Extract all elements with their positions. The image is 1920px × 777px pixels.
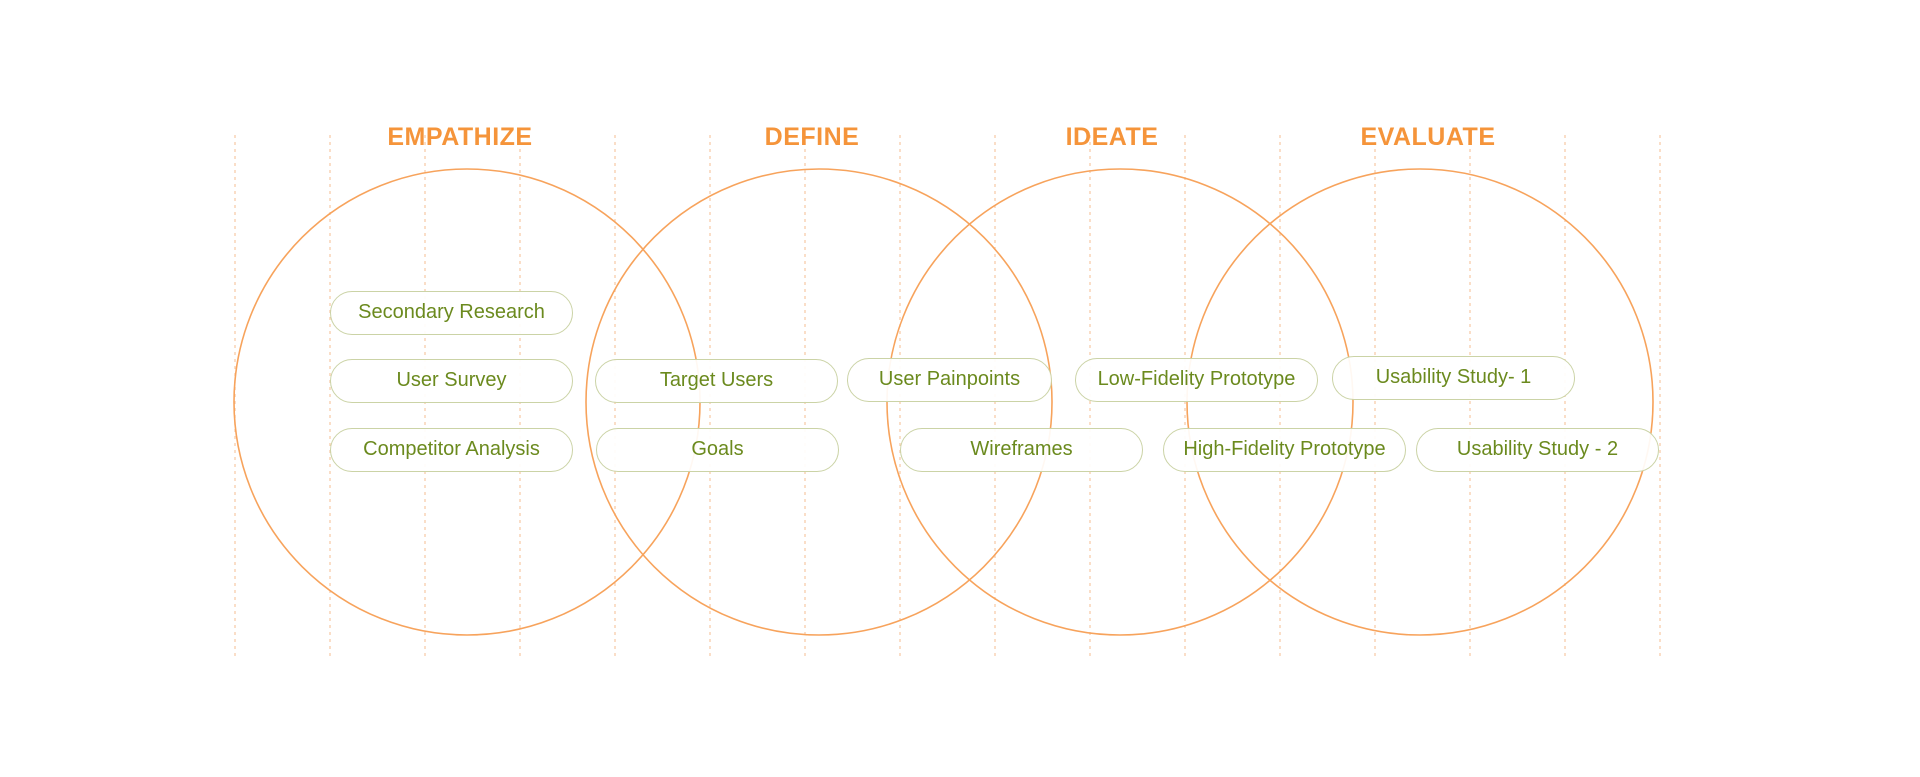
stage-title-empathize: EMPATHIZE xyxy=(387,123,533,151)
activity-usability-study-1[interactable]: Usability Study- 1 xyxy=(1332,356,1575,400)
activity-secondary-research[interactable]: Secondary Research xyxy=(330,291,573,335)
activity-goals[interactable]: Goals xyxy=(596,428,839,472)
stage-title-define: DEFINE xyxy=(764,123,860,151)
stage-title-evaluate: EVALUATE xyxy=(1360,123,1496,151)
circle-define xyxy=(585,168,1053,636)
activity-user-survey[interactable]: User Survey xyxy=(330,359,573,403)
circle-ideate xyxy=(886,168,1354,636)
stage-title-ideate: IDEATE xyxy=(1065,123,1159,151)
activity-target-users[interactable]: Target Users xyxy=(595,359,838,403)
activity-wireframes[interactable]: Wireframes xyxy=(900,428,1143,472)
activity-usability-study-2[interactable]: Usability Study - 2 xyxy=(1416,428,1659,472)
activity-low-fidelity-prototype[interactable]: Low-Fidelity Prototype xyxy=(1075,358,1318,402)
activity-competitor-analysis[interactable]: Competitor Analysis xyxy=(330,428,573,472)
circle-evaluate xyxy=(1186,168,1654,636)
activity-user-painpoints[interactable]: User Painpoints xyxy=(847,358,1052,402)
activity-high-fidelity-prototype[interactable]: High-Fidelity Prototype xyxy=(1163,428,1406,472)
